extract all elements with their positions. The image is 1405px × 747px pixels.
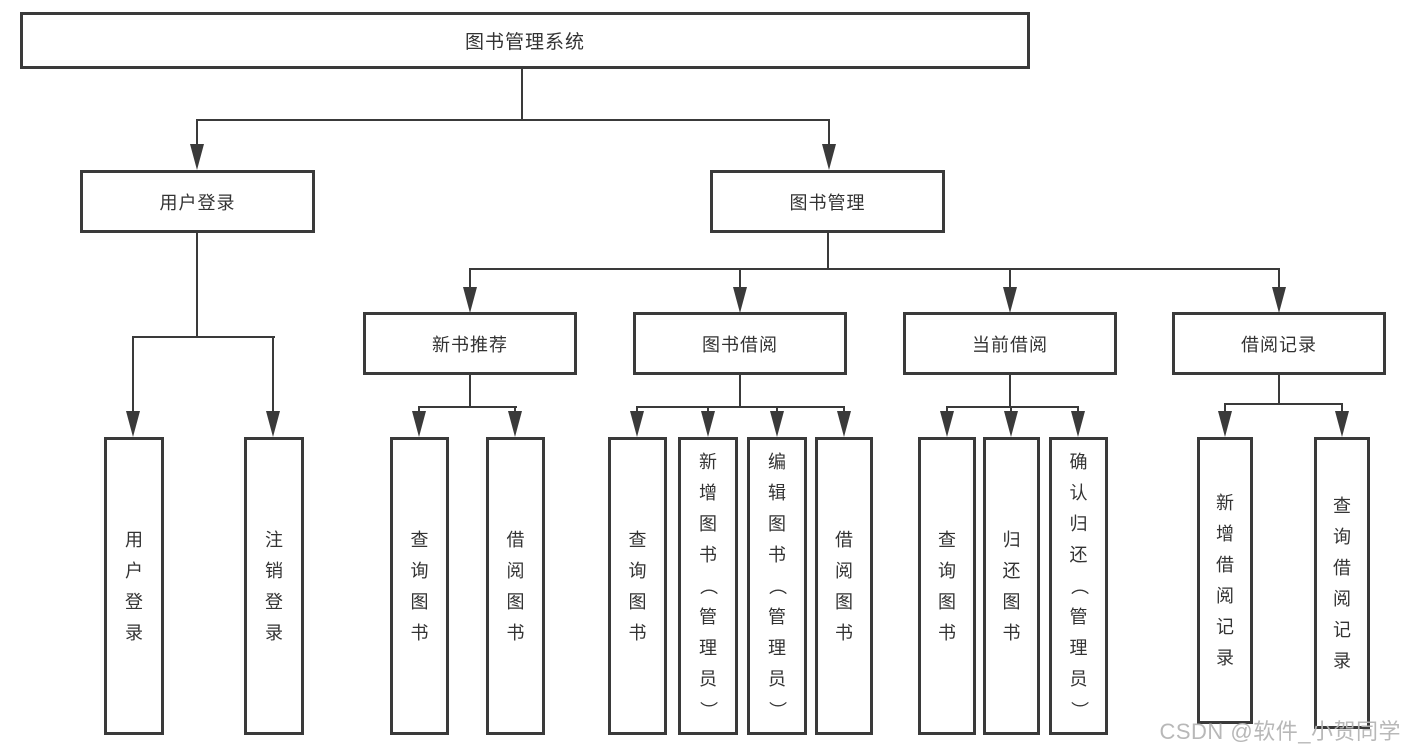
node-query-borrow-record: 查询借阅记录 xyxy=(1314,437,1370,729)
node-return-books: 归还图书 xyxy=(983,437,1040,735)
arrow-down-icon xyxy=(770,411,784,437)
arrow-down-icon xyxy=(1003,287,1017,313)
node-logout-leaf: 注销登录 xyxy=(244,437,304,735)
leaf-label: 新增图书（管理员） xyxy=(698,452,718,719)
leaf-label: 查询借阅记录 xyxy=(1333,495,1351,671)
arrow-down-icon xyxy=(126,411,140,437)
node-user-login: 用户登录 xyxy=(80,170,315,233)
leaf-label: 借阅图书 xyxy=(835,529,853,643)
arrow-down-icon xyxy=(508,411,522,437)
node-query-books: 查询图书 xyxy=(918,437,976,735)
leaf-label: 借阅图书 xyxy=(506,529,525,643)
leaf-label: 注销登录 xyxy=(265,529,283,643)
leaf-label: 确认归还（管理员） xyxy=(1068,452,1089,719)
node-borrow-records: 借阅记录 xyxy=(1172,312,1386,375)
arrow-down-icon xyxy=(701,411,715,437)
connector-line xyxy=(1009,375,1011,408)
connector-line xyxy=(469,268,1280,270)
connector-line xyxy=(132,336,134,416)
connector-line xyxy=(1278,268,1280,293)
arrow-down-icon xyxy=(940,411,954,437)
leaf-label: 用户登录 xyxy=(125,529,143,643)
node-borrow-books: 借阅图书 xyxy=(815,437,873,735)
arrow-down-icon xyxy=(463,287,477,313)
arrow-down-icon xyxy=(266,411,280,437)
leaf-label: 新增借阅记录 xyxy=(1216,493,1234,668)
connector-line xyxy=(196,233,198,338)
node-edit-books-admin: 编辑图书（管理员） xyxy=(747,437,807,735)
arrow-down-icon xyxy=(733,287,747,313)
node-new-book-recommend: 新书推荐 xyxy=(363,312,577,375)
arrow-down-icon xyxy=(822,144,836,170)
leaf-label: 归还图书 xyxy=(1002,529,1021,643)
connector-line xyxy=(1278,375,1280,405)
connector-line xyxy=(196,119,198,151)
connector-line xyxy=(521,69,523,120)
connector-line xyxy=(1224,403,1226,417)
connector-line xyxy=(469,268,471,293)
leaf-label: 查询图书 xyxy=(410,529,429,643)
node-add-borrow-record: 新增借阅记录 xyxy=(1197,437,1253,724)
leaf-label: 查询图书 xyxy=(628,529,647,643)
arrow-down-icon xyxy=(190,144,204,170)
arrow-down-icon xyxy=(630,411,644,437)
arrow-down-icon xyxy=(1071,411,1085,437)
node-library-system: 图书管理系统 xyxy=(20,12,1030,69)
node-query-books: 查询图书 xyxy=(390,437,449,735)
connector-line xyxy=(132,336,275,338)
arrow-down-icon xyxy=(1272,287,1286,313)
node-current-borrow: 当前借阅 xyxy=(903,312,1117,375)
connector-line xyxy=(1009,268,1011,293)
connector-line xyxy=(469,375,471,408)
connector-line xyxy=(946,406,1079,408)
connector-line xyxy=(636,406,845,408)
connector-line xyxy=(739,375,741,408)
node-query-books: 查询图书 xyxy=(608,437,667,735)
node-confirm-return-admin: 确认归还（管理员） xyxy=(1049,437,1108,735)
connector-line xyxy=(1341,403,1343,417)
leaf-label: 编辑图书（管理员） xyxy=(767,452,787,719)
connector-line xyxy=(827,233,829,270)
connector-line xyxy=(828,119,830,151)
node-user-login-leaf: 用户登录 xyxy=(104,437,164,735)
connector-line xyxy=(272,336,274,416)
node-book-borrow: 图书借阅 xyxy=(633,312,847,375)
arrow-down-icon xyxy=(837,411,851,437)
connector-line xyxy=(196,119,830,121)
node-borrow-books: 借阅图书 xyxy=(486,437,545,735)
arrow-down-icon xyxy=(1335,411,1349,437)
node-add-books-admin: 新增图书（管理员） xyxy=(678,437,738,735)
connector-line xyxy=(1224,403,1343,405)
node-book-management: 图书管理 xyxy=(710,170,945,233)
connector-line xyxy=(418,406,517,408)
arrow-down-icon xyxy=(412,411,426,437)
csdn-watermark: CSDN @软件_小贺同学 xyxy=(1159,719,1401,744)
arrow-down-icon xyxy=(1004,411,1018,437)
leaf-label: 查询图书 xyxy=(938,529,956,643)
connector-line xyxy=(739,268,741,293)
arrow-down-icon xyxy=(1218,411,1232,437)
